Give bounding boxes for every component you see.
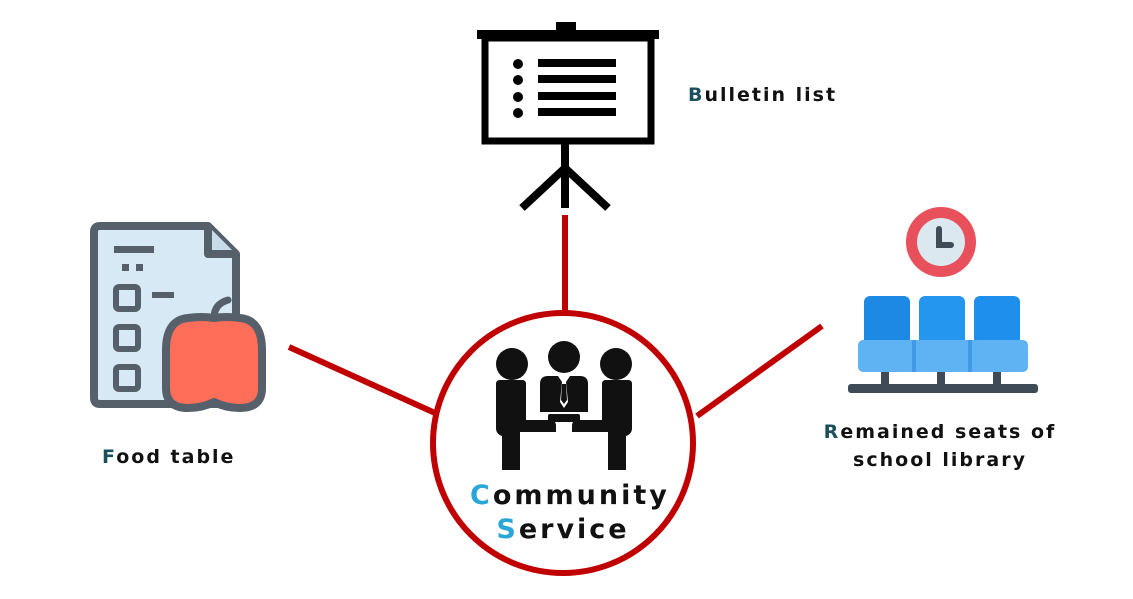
node-label-line2: school library (853, 449, 1027, 471)
food-checklist-apple-icon (90, 222, 266, 412)
node-label-initial: R (823, 421, 841, 443)
node-label-food: Food table (102, 446, 235, 468)
node-label-bulletin: Bulletin list (688, 84, 837, 106)
center-label-line1: Community (470, 480, 667, 511)
connector-food (287, 344, 437, 416)
center-label-rest: ommunity (492, 480, 670, 511)
node-label-initial: F (102, 446, 117, 468)
node-label-rest: ood table (116, 446, 236, 468)
center-label-line2: Service (470, 514, 656, 545)
node-label-seats: Remained seats of school library (818, 418, 1062, 474)
connector-seats (695, 323, 824, 419)
center-label-initial: S (496, 514, 519, 545)
center-label-rest: ervice (518, 514, 630, 545)
library-seats-clock-icon (848, 207, 1038, 393)
node-label-initial: B (688, 84, 705, 106)
people-meeting-icon (496, 341, 632, 470)
presentation-board-icon (477, 22, 659, 211)
node-label-rest: emained seats of (840, 421, 1057, 443)
center-label-initial: C (470, 480, 493, 511)
node-label-line1: Remained seats of (818, 418, 1062, 446)
center-circle (430, 310, 696, 576)
node-label-rest: ulletin list (704, 84, 838, 106)
